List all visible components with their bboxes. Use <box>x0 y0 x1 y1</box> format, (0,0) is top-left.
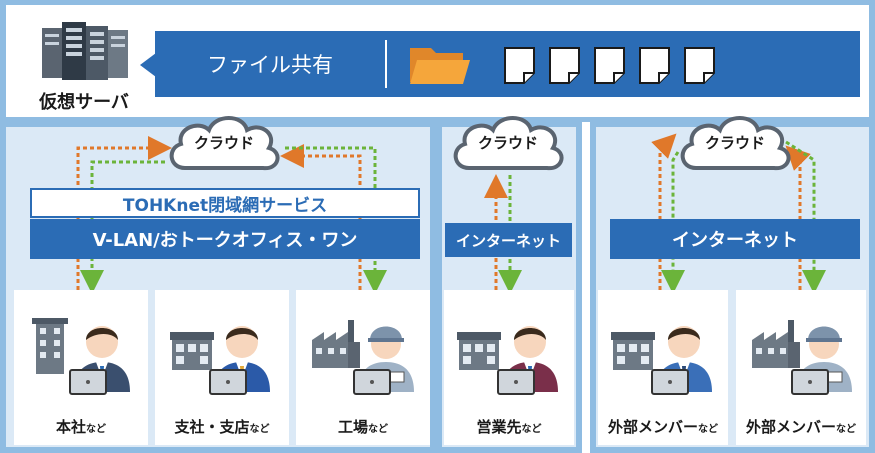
server-label: 仮想サーバ <box>39 92 129 113</box>
site-caption-box: 本社など <box>14 290 148 445</box>
download-arrow <box>285 146 387 294</box>
shop-building-icon <box>170 332 214 370</box>
cloud-icon <box>453 116 564 171</box>
site-caption-box: 外部メンバーなど <box>598 290 728 445</box>
site-caption-box: 工場など <box>296 290 430 445</box>
document-icon <box>594 47 625 84</box>
site-suffix: など <box>836 424 856 435</box>
site-caption: 営業先など <box>444 416 574 437</box>
service-label: TOHKnet閉域網サービス <box>122 195 328 216</box>
upload-arrow <box>651 133 677 290</box>
site-caption-box: 外部メンバーなど <box>736 290 866 445</box>
cloud-icon <box>169 116 280 171</box>
site-suffix: など <box>86 424 106 435</box>
document-icon <box>504 47 535 84</box>
server-icon <box>42 22 128 80</box>
site-suffix: など <box>249 424 270 435</box>
site-name: 工場 <box>337 418 368 436</box>
document-icon <box>684 47 715 84</box>
person-laptop-icon <box>69 326 130 395</box>
site-name: 営業先 <box>476 418 522 436</box>
site-suffix: など <box>698 424 718 435</box>
file-share-divider <box>385 40 387 88</box>
office-building-icon <box>32 318 68 374</box>
site-caption: 支社・支店など <box>155 416 289 437</box>
internet-label: インターネット <box>672 230 798 251</box>
site-caption: 外部メンバーなど <box>736 416 866 437</box>
server-block: 仮想サーバ <box>18 18 148 114</box>
vlan-bar: V-LAN/おトークオフィス・ワン <box>30 219 420 259</box>
file-share-label: ファイル共有 <box>207 53 333 77</box>
person-laptop-icon <box>651 326 712 395</box>
internet-bar-middle: インターネット <box>445 223 572 257</box>
cloud-right: クラウド <box>674 110 796 174</box>
site-caption: 工場など <box>296 416 430 437</box>
worker-laptop-icon <box>353 326 414 395</box>
download-arrow <box>80 160 165 294</box>
cloud-left: クラウド <box>163 110 285 174</box>
shop-building-icon <box>611 332 655 370</box>
site-caption: 本社など <box>14 416 148 437</box>
site-caption-box: 支社・支店など <box>155 290 289 445</box>
internet-label: インターネット <box>455 231 561 250</box>
folder-icon <box>410 48 470 84</box>
cloud-label: クラウド <box>704 134 765 152</box>
factory-icon <box>752 320 800 368</box>
person-laptop-icon <box>209 326 270 395</box>
site-suffix: など <box>521 424 542 435</box>
cloud-label: クラウド <box>477 134 538 152</box>
callout-pointer <box>140 53 156 77</box>
worker-laptop-icon <box>791 326 852 395</box>
document-icon <box>639 47 670 84</box>
cloud-label: クラウド <box>193 134 254 152</box>
document-icon <box>549 47 580 84</box>
factory-icon <box>312 320 360 368</box>
shop-building-icon <box>457 332 501 370</box>
site-name: 支社・支店 <box>174 418 250 436</box>
site-name: 外部メンバー <box>607 418 698 436</box>
service-bar: TOHKnet閉域網サービス <box>30 188 420 218</box>
site-caption: 外部メンバーなど <box>598 416 728 437</box>
vlan-label: V-LAN/おトークオフィス・ワン <box>92 230 358 251</box>
site-caption-box: 営業先など <box>444 290 574 445</box>
site-name: 本社 <box>55 418 86 436</box>
site-name: 外部メンバー <box>745 418 836 436</box>
cloud-icon <box>680 116 791 171</box>
download-arrow <box>661 151 685 294</box>
site-suffix: など <box>368 424 388 435</box>
upload-arrow <box>76 136 172 290</box>
cloud-middle: クラウド <box>447 110 569 174</box>
person-laptop-icon <box>497 326 558 395</box>
internet-bar-right: インターネット <box>610 219 860 259</box>
